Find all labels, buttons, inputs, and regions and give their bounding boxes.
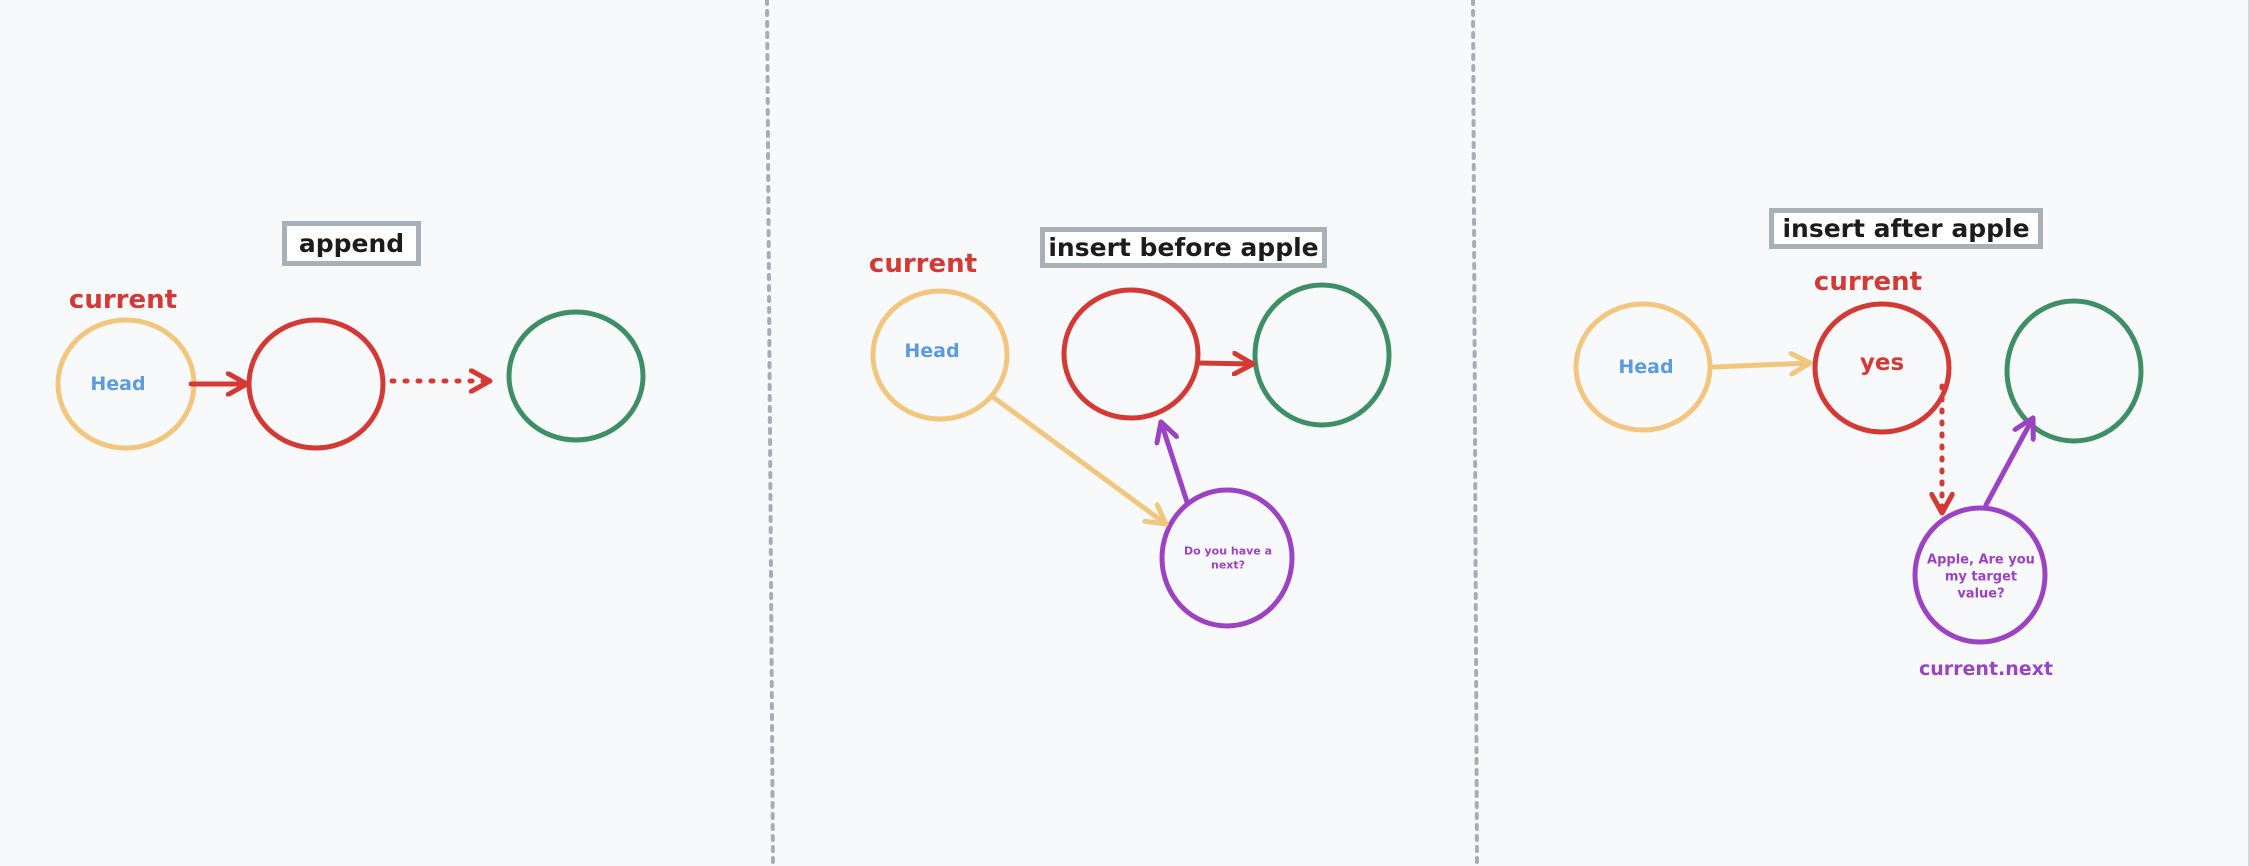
new-node-text: Do you have a next? <box>1183 544 1273 572</box>
head-label: Head <box>904 340 960 362</box>
new-node-text: Apple, Are you my target value? <box>1927 552 2035 602</box>
head-label: Head <box>1618 356 1674 378</box>
head-node <box>1573 301 1713 433</box>
next-label: current.next <box>1919 658 2053 680</box>
next-node <box>1252 282 1392 428</box>
next-node <box>506 309 646 443</box>
head-to-current-arrow <box>1711 363 1813 367</box>
current-node <box>246 317 386 451</box>
head-node <box>870 288 1010 422</box>
new-node <box>1912 505 2048 645</box>
next-node <box>2004 298 2144 444</box>
panel-title: append <box>282 221 421 266</box>
panel-title: insert after apple <box>1769 208 2043 249</box>
head-label: Head <box>90 373 146 395</box>
panel-title: insert before apple <box>1040 227 1327 268</box>
current-node <box>1061 287 1201 421</box>
panel-divider <box>765 0 775 866</box>
current-label: current <box>868 249 978 279</box>
target-node-text: yes <box>1859 350 1905 376</box>
head-to-new-node-arrow <box>990 394 1169 527</box>
current-to-next-arrow <box>1196 363 1253 364</box>
window-edge <box>2248 0 2250 866</box>
current-label: current <box>1813 267 1923 297</box>
new-node-to-current-arrow <box>1161 419 1190 505</box>
new-node <box>1159 487 1295 629</box>
panel-divider <box>1471 0 1479 866</box>
new-node-to-next-arrow <box>1983 415 2033 508</box>
current-node <box>1812 301 1952 435</box>
current-label: current <box>68 285 178 315</box>
